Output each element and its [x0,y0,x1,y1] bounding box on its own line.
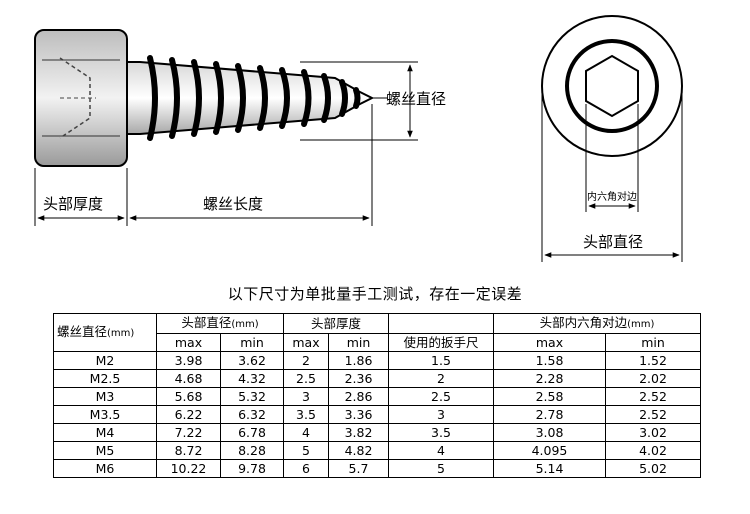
cell-ht-min: 1.86 [328,351,389,370]
cell-size: M3 [53,387,157,406]
cell-hex-min: 3.02 [605,423,701,442]
cell-ht-max: 3.5 [283,405,329,424]
head-diameter-label: 头部直径 [583,233,643,251]
cell-hex-min: 2.52 [605,405,701,424]
header-wrench: 使用的扳手尺 [388,333,494,352]
cell-hd-min: 5.32 [220,387,284,406]
header-row-1: 螺丝直径(mm) 头部直径(mm) 头部厚度 头部内六角对边(mm) [53,313,701,352]
screw-diagram: 螺丝直径 头部厚度 螺丝长度 内六角对边 头部直径 [34,15,683,262]
header-hd-max: max [156,333,221,352]
cell-hd-max: 6.22 [156,405,221,424]
cell-hd-max: 3.98 [156,351,221,370]
header-hex: 头部内六角对边(mm) [493,313,701,334]
cell-wrench: 3 [388,405,494,424]
cell-size: M4 [53,423,157,442]
cell-hd-min: 9.78 [220,459,284,478]
cell-hex-max: 2.58 [493,387,606,406]
header-size: 螺丝直径(mm) [53,313,157,352]
header-ht-min: min [328,333,389,352]
hex-across-flats-label: 内六角对边 [587,190,637,203]
header-hex-max: max [493,333,606,352]
cell-hex-max: 4.095 [493,441,606,460]
cell-wrench: 5 [388,459,494,478]
cell-hd-max: 7.22 [156,423,221,442]
cell-size: M3.5 [53,405,157,424]
spec-table: 螺丝直径(mm) 头部直径(mm) 头部厚度 头部内六角对边(mm) max m… [53,313,701,478]
cell-hex-max: 2.78 [493,405,606,424]
cell-size: M5 [53,441,157,460]
screw-thread [126,55,375,141]
cell-wrench: 2.5 [388,387,494,406]
cell-wrench: 4 [388,441,494,460]
cell-wrench: 2 [388,369,494,388]
cell-ht-min: 4.82 [328,441,389,460]
cell-hex-min: 2.52 [605,387,701,406]
spec-table-body: 螺丝直径(mm) 头部直径(mm) 头部厚度 头部内六角对边(mm) max m… [53,313,701,478]
header-hd-min: min [220,333,284,352]
cell-hex-max: 3.08 [493,423,606,442]
cell-ht-max: 5 [283,441,329,460]
cell-hd-min: 6.78 [220,423,284,442]
thread-diameter-label: 螺丝直径 [386,90,446,108]
cell-ht-min: 3.82 [328,423,389,442]
cell-ht-max: 2.5 [283,369,329,388]
thread-length-label: 螺丝长度 [203,195,263,213]
header-row-2: max min max min 使用的扳手尺 max min [54,333,701,352]
cell-hex-max: 5.14 [493,459,606,478]
cell-ht-max: 6 [283,459,329,478]
screw-head [34,29,128,167]
cell-ht-min: 2.36 [328,369,389,388]
cell-hd-max: 8.72 [156,441,221,460]
header-ht-max: max [283,333,329,352]
cell-size: M6 [53,459,157,478]
cell-ht-max: 2 [283,351,329,370]
cell-hex-min: 5.02 [605,459,701,478]
header-head-thickness: 头部厚度 [283,313,389,334]
measurement-note: 以下尺寸为单批量手工测试，存在一定误差 [227,285,523,303]
cell-ht-max: 3 [283,387,329,406]
thread-diameter-dimension: 螺丝直径 [300,61,446,141]
header-hex-min: min [605,333,701,352]
cell-hd-min: 6.32 [220,405,284,424]
cell-wrench: 3.5 [388,423,494,442]
cell-size: M2.5 [53,369,157,388]
cell-hd-max: 5.68 [156,387,221,406]
cell-ht-min: 5.7 [328,459,389,478]
cell-hd-min: 4.32 [220,369,284,388]
cell-hd-max: 4.68 [156,369,221,388]
cell-hex-min: 4.02 [605,441,701,460]
length-dimensions: 头部厚度 螺丝长度 [34,104,373,226]
cell-hex-max: 2.28 [493,369,606,388]
cell-size: M2 [53,351,157,370]
cell-ht-min: 2.86 [328,387,389,406]
head-thickness-label: 头部厚度 [43,195,103,213]
screw-top-view: 内六角对边 头部直径 [541,15,683,262]
cell-ht-max: 4 [283,423,329,442]
cell-ht-min: 3.36 [328,405,389,424]
cell-hex-max: 1.58 [493,351,606,370]
header-head-diameter: 头部直径(mm) [156,313,284,334]
cell-hd-min: 8.28 [220,441,284,460]
cell-hex-min: 2.02 [605,369,701,388]
cell-hd-min: 3.62 [220,351,284,370]
cell-wrench: 1.5 [388,351,494,370]
header-empty [388,313,494,334]
cell-hex-min: 1.52 [605,351,701,370]
cell-hd-max: 10.22 [156,459,221,478]
